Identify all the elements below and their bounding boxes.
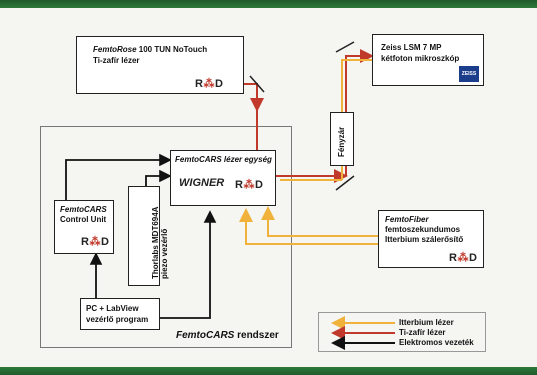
zeiss-microscope-box: Zeiss LSM 7 MP kétfoton mikroszkóp ZEISS [372, 34, 484, 86]
femtofiber-box: FemtoFiber femtoszekundumos Itterbium sz… [378, 210, 484, 268]
legend-item-electronic: Elektromos vezeték [399, 338, 474, 347]
femtofiber-line2: femtoszekundumos [385, 225, 461, 234]
mirrors [249, 41, 355, 191]
rd-logo: R⁂D [449, 252, 478, 264]
shutter-label: Fényzár [337, 126, 346, 157]
ytterbium-beam [239, 206, 378, 245]
wigner-logo: WIGNER [179, 177, 225, 189]
electronic-wiring [65, 153, 217, 319]
femtorose-subtitle: Ti-zafír lézer [93, 56, 140, 65]
thorlabs-piezo-box: Thorlabs MDT694A piezo vezérlő [128, 186, 169, 286]
rd-logo: R⁂D [81, 236, 110, 248]
legend-item-ytterbium: Itterbium lézer [399, 318, 454, 327]
femtocars-laser-unit: FemtoCARS lézer egység WIGNER R⁂D [170, 150, 276, 206]
legend-arrows [331, 316, 395, 350]
legend-item-tisapphire: Ti-zafír lézer [399, 328, 446, 337]
zeiss-line1: Zeiss LSM 7 MP [381, 43, 442, 52]
pc-labview-box: PC + LabView vezérlő program [80, 298, 160, 330]
zeiss-line2: kétfoton mikroszkóp [381, 54, 460, 63]
rd-logo: R⁂D [235, 179, 264, 191]
femtorose-title: FemtoRose 100 TUN NoTouch [93, 45, 208, 54]
pc-line2: vezérlő program [86, 315, 149, 324]
femtofiber-title: FemtoFiber [385, 215, 429, 224]
legend-box: Itterbium lézer Ti-zafír lézer Elektromo… [318, 312, 486, 352]
bottom-band [0, 367, 537, 375]
thorlabs-label: Thorlabs MDT694A piezo vezérlő [151, 206, 169, 279]
shutter-box: Fényzár [330, 112, 354, 166]
top-band [0, 0, 537, 8]
femtocars-unit-title: FemtoCARS lézer egység [175, 155, 272, 164]
femtocars-system-label: FemtoCARS rendszer [176, 330, 279, 341]
femtofiber-line3: Itterbium szálerősítő [385, 235, 464, 244]
control-unit-line1: FemtoCARS [60, 205, 107, 214]
rd-logo: R⁂D [195, 78, 224, 90]
femtorose-laser-box: FemtoRose 100 TUN NoTouch Ti-zafír lézer… [76, 36, 244, 94]
control-unit-box: FemtoCARS Control Unit R⁂D [54, 200, 114, 254]
pc-line1: PC + LabView [86, 304, 139, 313]
control-unit-line2: Control Unit [60, 215, 107, 224]
zeiss-logo: ZEISS [459, 66, 479, 82]
